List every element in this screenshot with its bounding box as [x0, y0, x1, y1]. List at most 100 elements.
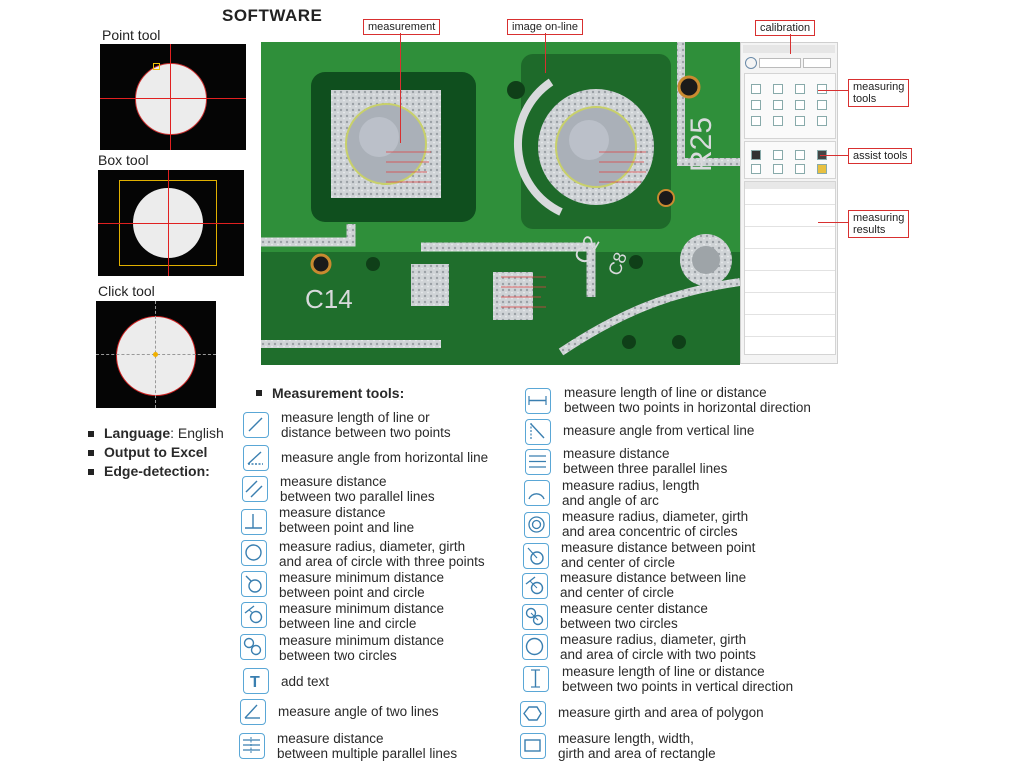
- callout-line: [790, 34, 791, 54]
- feature-language: Language: English: [88, 424, 224, 443]
- feature-edge-detection: Edge-detection:: [88, 462, 224, 481]
- parallel-lines-icon[interactable]: [242, 476, 268, 502]
- tool-description: measure length of line or distance betwe…: [281, 410, 451, 440]
- software-side-panel: [740, 42, 838, 364]
- concentric-circles-icon[interactable]: [524, 512, 550, 538]
- tool-description: measure distance between line and center…: [560, 570, 747, 600]
- click-point-marker: [153, 352, 158, 357]
- table-row[interactable]: [745, 278, 835, 293]
- tool-button[interactable]: [773, 150, 783, 160]
- point-tool-image: [100, 44, 246, 150]
- box-tool-image: [98, 170, 244, 276]
- rectangle-icon[interactable]: [520, 733, 546, 759]
- point-tool-label: Point tool: [102, 27, 161, 43]
- tool-button[interactable]: [773, 116, 783, 126]
- callout-measurement: measurement: [363, 19, 441, 35]
- line-center-icon[interactable]: [522, 573, 548, 599]
- click-tool-label: Click tool: [98, 283, 155, 299]
- calibration-icon[interactable]: [745, 57, 757, 69]
- tool-button[interactable]: [817, 100, 827, 110]
- measuring-tools-section: [744, 73, 836, 139]
- table-row[interactable]: [745, 256, 835, 271]
- tool-description: measure girth and area of polygon: [558, 705, 764, 720]
- line-circle-icon[interactable]: [241, 602, 267, 628]
- two-circles-icon[interactable]: [240, 634, 266, 660]
- tool-button[interactable]: [795, 150, 805, 160]
- tool-description: measure radius, diameter, girth and area…: [560, 632, 756, 662]
- tool-button[interactable]: [773, 100, 783, 110]
- tool-description: measure distance between multiple parall…: [277, 731, 458, 761]
- polygon-icon[interactable]: [520, 701, 546, 727]
- tool-description: measure radius, diameter, girth and area…: [279, 539, 485, 569]
- click-tool-image: [96, 301, 216, 408]
- tool-button[interactable]: [751, 150, 761, 160]
- tool-description: measure center distance between two circ…: [560, 601, 708, 631]
- callout-line: [818, 222, 848, 223]
- circle-three-points-icon[interactable]: [241, 540, 267, 566]
- point-circle-icon[interactable]: [241, 571, 267, 597]
- tool-button[interactable]: [751, 100, 761, 110]
- tool-description: measure length of line or distance betwe…: [564, 385, 811, 415]
- tool-description: measure minimum distance between two cir…: [279, 633, 445, 663]
- tool-button[interactable]: [751, 116, 761, 126]
- svg-text:T: T: [250, 674, 260, 691]
- tool-description: measure angle from vertical line: [563, 423, 755, 438]
- tool-description: add text: [281, 674, 330, 689]
- crosshair-vertical: [170, 44, 171, 150]
- silkscreen-r25: R25: [685, 117, 718, 172]
- tool-button[interactable]: [773, 164, 783, 174]
- measuring-results-table: [744, 181, 836, 355]
- vertical-distance-icon[interactable]: [523, 666, 549, 692]
- callout-assist-tools: assist tools: [848, 148, 913, 164]
- crosshair-horizontal: [98, 223, 244, 224]
- table-row[interactable]: [745, 212, 835, 227]
- tool-button[interactable]: [751, 84, 761, 94]
- text-icon[interactable]: T: [243, 668, 269, 694]
- tool-button[interactable]: [795, 164, 805, 174]
- table-row[interactable]: [745, 190, 835, 205]
- table-row[interactable]: [745, 322, 835, 337]
- callout-line: [545, 33, 546, 73]
- tool-description: measure distance between three parallel …: [563, 446, 728, 476]
- two-lines-angle-icon[interactable]: [240, 699, 266, 725]
- point-center-icon[interactable]: [523, 543, 549, 569]
- tool-button[interactable]: [795, 84, 805, 94]
- tool-button[interactable]: [817, 116, 827, 126]
- multi-parallel-icon[interactable]: [239, 733, 265, 759]
- callout-calibration: calibration: [755, 20, 816, 36]
- line-icon[interactable]: [243, 412, 269, 438]
- center-distance-icon[interactable]: [522, 604, 548, 630]
- callout-image-online: image on-line: [507, 19, 584, 35]
- page-title: SOFTWARE: [222, 6, 323, 25]
- tool-button[interactable]: [795, 116, 805, 126]
- assist-tools-section: [744, 141, 836, 179]
- callout-line: [818, 90, 848, 91]
- three-parallel-icon[interactable]: [525, 449, 551, 475]
- calibration-select[interactable]: [759, 58, 801, 68]
- measurement-tools-heading: Measurement tools:: [256, 385, 404, 401]
- tool-button[interactable]: [751, 164, 761, 174]
- arc-icon[interactable]: [524, 480, 550, 506]
- tool-description: measure minimum distance between point a…: [279, 570, 445, 600]
- tool-button[interactable]: [773, 84, 783, 94]
- horizontal-distance-icon[interactable]: [525, 388, 551, 414]
- tool-description: measure radius, length and angle of arc: [562, 478, 700, 508]
- angle-vertical-icon[interactable]: [525, 419, 551, 445]
- table-row[interactable]: [745, 234, 835, 249]
- callout-measuring-results: measuring results: [848, 210, 910, 238]
- tool-button[interactable]: [817, 164, 827, 174]
- table-row[interactable]: [745, 300, 835, 315]
- tool-button[interactable]: [817, 84, 827, 94]
- callout-measuring-tools: measuring tools: [848, 79, 910, 107]
- circle-two-points-icon[interactable]: [522, 634, 548, 660]
- unit-select[interactable]: [803, 58, 831, 68]
- box-tool-label: Box tool: [98, 152, 149, 168]
- point-line-icon[interactable]: [241, 509, 267, 535]
- tool-description: measure minimum distance between line an…: [279, 601, 445, 631]
- panel-titlebar: [743, 45, 835, 53]
- tool-description: measure radius, diameter, girth and area…: [562, 509, 749, 539]
- sample-circle: [135, 63, 207, 135]
- angle-horizontal-icon[interactable]: [243, 445, 269, 471]
- feature-excel: Output to Excel: [88, 443, 224, 462]
- tool-button[interactable]: [795, 100, 805, 110]
